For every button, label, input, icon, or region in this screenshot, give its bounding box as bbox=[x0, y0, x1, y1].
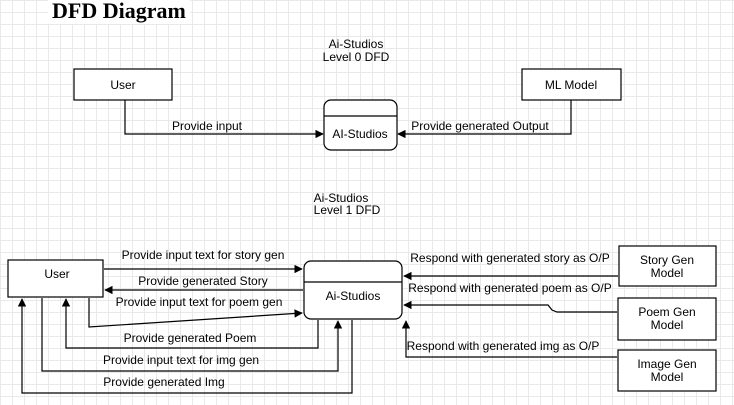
page-title: DFD Diagram bbox=[48, 0, 190, 24]
poem-gen-model-entity: Poem Gen Model bbox=[617, 297, 717, 341]
flow-input-story-label: Provide input text for story gen bbox=[122, 248, 285, 262]
level0-process-label: AI-Studios bbox=[332, 127, 387, 141]
level0-ml-model-label: ML Model bbox=[545, 78, 597, 92]
story-gen-label-line1: Story Gen bbox=[640, 253, 694, 267]
level1-title-line2: Level 1 DFD bbox=[314, 203, 381, 217]
flow-input-poem bbox=[88, 298, 303, 328]
flow-input-img bbox=[41, 298, 343, 372]
level0-flow-provide-input bbox=[124, 100, 324, 139]
level0-user-entity: User bbox=[73, 68, 173, 101]
flow-generated-img-label: Provide generated Img bbox=[103, 375, 224, 389]
level1-process-ai-studios: Ai-Studios bbox=[303, 260, 403, 320]
poem-gen-label-line1: Poem Gen bbox=[638, 305, 695, 319]
level0-title-line1: Ai-Studios bbox=[329, 37, 384, 51]
flow-generated-poem bbox=[61, 298, 319, 349]
level0-user-label: User bbox=[110, 78, 135, 92]
level0-process-ai-studios: AI-Studios bbox=[323, 99, 398, 151]
flow-generated-poem-label: Provide generated Poem bbox=[124, 331, 257, 345]
poem-gen-label-line2: Model bbox=[651, 318, 684, 332]
flow-respond-story-label: Respond with generated story as O/P bbox=[410, 251, 609, 265]
flow-input-img-label: Provide input text for img gen bbox=[103, 353, 259, 367]
level1-user-label: User bbox=[44, 267, 69, 281]
flow-respond-poem bbox=[403, 300, 617, 313]
level0-title-line2: Level 0 DFD bbox=[323, 50, 390, 64]
level1-user-entity: User bbox=[7, 259, 104, 298]
flow-input-poem-label: Provide input text for poem gen bbox=[116, 295, 283, 309]
level1-title-line1: Ai-Studios bbox=[314, 191, 369, 205]
flow-generated-img bbox=[17, 298, 353, 394]
level0-flow-provide-input-label: Provide input bbox=[172, 119, 243, 133]
flow-generated-story-label: Provide generated Story bbox=[138, 274, 267, 288]
story-gen-model-entity: Story Gen Model bbox=[618, 245, 717, 287]
image-gen-label-line1: Image Gen bbox=[637, 357, 696, 371]
flow-respond-img bbox=[401, 320, 617, 358]
image-gen-model-entity: Image Gen Model bbox=[617, 349, 717, 392]
level0-flow-provide-output bbox=[397, 100, 572, 139]
image-gen-label-line2: Model bbox=[651, 370, 684, 384]
story-gen-label-line2: Model bbox=[651, 266, 684, 280]
flow-respond-poem-label: Respond with generated poem as O/P bbox=[408, 281, 611, 295]
level1-process-label: Ai-Studios bbox=[326, 289, 381, 303]
level0-ml-model-entity: ML Model bbox=[521, 68, 622, 101]
flow-respond-img-label: Respond with generated img as O/P bbox=[407, 339, 600, 353]
level0-flow-provide-output-label: Provide generated Output bbox=[411, 119, 549, 133]
